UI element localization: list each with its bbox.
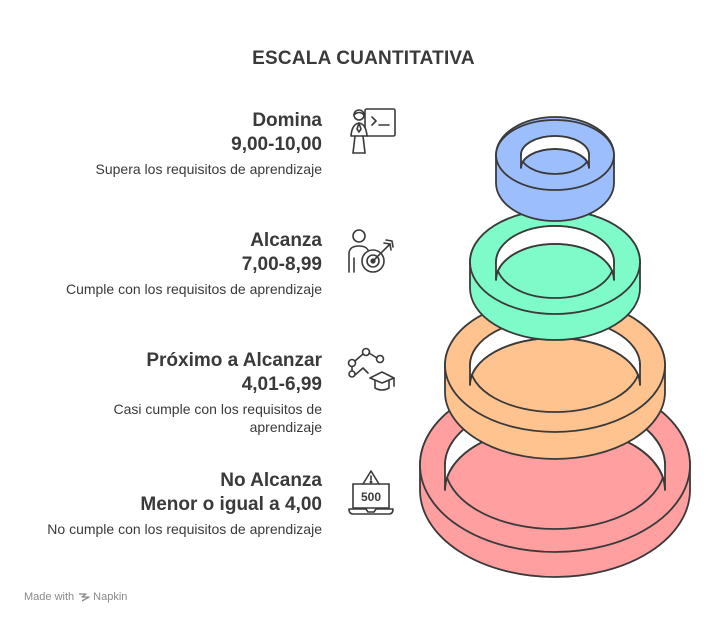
- ring-proximo-a-alcanzar: [444, 297, 666, 460]
- napkin-logo-icon: [79, 593, 90, 602]
- napkin-brand: Napkin: [78, 591, 127, 603]
- person-target-icon: [346, 226, 396, 276]
- level-description: Supera los requisitos de aprendizaje: [95, 161, 322, 177]
- ring-domina: [495, 116, 615, 222]
- diagram-title: ESCALA CUANTITATIVA: [252, 48, 475, 69]
- level-name: No Alcanza: [220, 470, 322, 491]
- graduation-cap-network-icon: [346, 346, 396, 396]
- level-name: Alcanza: [250, 230, 322, 251]
- napkin-label: Napkin: [93, 591, 128, 603]
- made-with-label: Made with: [24, 591, 75, 603]
- level-name: Domina: [252, 110, 322, 131]
- level-name: Próximo a Alcanzar: [146, 350, 322, 371]
- level-range: Menor o igual a 4,00: [140, 494, 322, 515]
- level-no-alcanza: No Alcanza Menor o igual a 4,00 No cumpl…: [0, 469, 322, 538]
- level-proximo-a-alcanzar: Próximo a Alcanzar 4,01-6,99 Casi cumple…: [0, 349, 322, 436]
- level-description: Casi cumple con los requisitos de aprend…: [0, 400, 322, 436]
- score-label: 500: [361, 490, 381, 504]
- teacher-presenting-icon: [346, 106, 396, 156]
- level-alcanza: Alcanza 7,00-8,99 Cumple con los requisi…: [0, 229, 322, 298]
- level-range: 7,00-8,99: [241, 254, 322, 275]
- level-domina: Domina 9,00-10,00 Supera los requisitos …: [0, 109, 322, 178]
- warning-score-500-icon: 500: [346, 468, 396, 518]
- level-range: 9,00-10,00: [231, 134, 322, 155]
- level-description: No cumple con los requisitos de aprendiz…: [47, 521, 322, 537]
- level-description-line: aprendizaje: [249, 419, 322, 435]
- level-description: Cumple con los requisitos de aprendizaje: [65, 281, 322, 297]
- ring-alcanza: [469, 209, 641, 341]
- footer-attribution: Made with Napkin: [24, 591, 127, 603]
- level-range: 4,01-6,99: [241, 374, 322, 395]
- level-description-line: Casi cumple con los requisitos de: [113, 401, 322, 417]
